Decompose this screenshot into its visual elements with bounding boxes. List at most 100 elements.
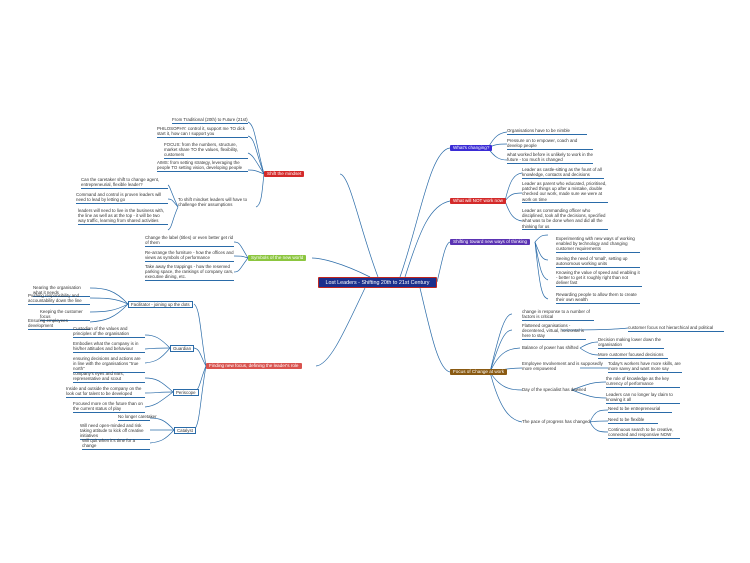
- shifting-item: Seeing the need of 'small', setting up a…: [556, 256, 640, 268]
- shifting-item: Experimenting with new ways of working e…: [556, 236, 640, 254]
- facilitator-item: Nearing the organisation what it needs: [33, 285, 90, 297]
- connector: [255, 173, 265, 208]
- branch-shift-mindset[interactable]: Shift the mindset: [264, 171, 305, 177]
- connector: [489, 347, 521, 373]
- connector: [571, 389, 607, 399]
- shifting-item: Knowing the value of speed and enabling …: [556, 270, 642, 288]
- connector: [233, 255, 249, 259]
- connector: [144, 377, 174, 393]
- focus-group-item: Need to be entrepreneurial: [608, 406, 672, 413]
- facilitator-item: Ensuring employees development: [28, 318, 90, 330]
- connector: [149, 417, 175, 431]
- connector: [579, 347, 599, 356]
- connector: [489, 371, 523, 391]
- connector: [489, 371, 523, 423]
- connector: [579, 341, 599, 349]
- connector: [89, 297, 129, 305]
- connector: [311, 257, 371, 278]
- connector: [167, 198, 179, 208]
- connector: [571, 381, 607, 391]
- connector: [404, 200, 451, 278]
- connector: [193, 365, 207, 431]
- periscope-item: Focused more on the future than on the c…: [73, 401, 145, 413]
- connector: [167, 184, 179, 208]
- connector: [489, 313, 513, 373]
- connector: [149, 429, 175, 444]
- connector: [233, 241, 249, 259]
- connector: [436, 241, 451, 283]
- connector: [247, 135, 265, 175]
- mindset-item: PHILOSOPHY: control it, support me TO di…: [157, 126, 248, 138]
- focus-group-item: Decision making lower down the organisat…: [598, 337, 664, 349]
- branch-focus-change[interactable]: Focus of Change at work: [450, 369, 508, 375]
- connector: [233, 257, 249, 273]
- periscope-item: company's eyes and ears, representative …: [73, 371, 145, 383]
- focus-group-item: Leaders can no longer lay claim to knowi…: [606, 392, 680, 404]
- connector: [504, 172, 523, 202]
- catalyst-item: No longer caretaker: [118, 414, 157, 421]
- guardian-item: Embodies what the company is in his/her …: [73, 341, 145, 353]
- connector: [193, 347, 207, 367]
- facilitator-item: Pushing responsibility and accountabilit…: [28, 293, 90, 305]
- focus-flatten-child: customer focus not hierarchical and poli…: [628, 325, 724, 332]
- symbols-item: Re-arrange the furniture - how the offic…: [145, 250, 234, 262]
- connector: [561, 327, 629, 331]
- symbols-item: Change the label (titles) or even better…: [145, 235, 234, 247]
- connector: [534, 241, 549, 281]
- connector: [589, 409, 609, 423]
- assumption-item: Can the caretaker shift to change agent,…: [81, 177, 168, 189]
- focus-group-item: More customer focused decisions: [598, 352, 668, 359]
- catalyst-node[interactable]: Catalyst: [174, 427, 196, 435]
- connector: [89, 303, 129, 323]
- branch-finding-new-focus[interactable]: Finding new focus, defining the leader's…: [206, 363, 302, 369]
- focus-group-label: Employee Involvement and is supposedly m…: [522, 361, 603, 372]
- connector: [167, 206, 179, 231]
- connector: [144, 347, 171, 350]
- guardian-item: Custodian of the values and principles o…: [73, 326, 145, 338]
- guardian-node[interactable]: Guardian: [170, 345, 195, 353]
- facilitator-node[interactable]: Facilitator - joining up the dots: [128, 301, 193, 309]
- catalyst-item: Will need open-minded and risk taking at…: [80, 423, 150, 441]
- connector: [419, 287, 451, 373]
- branch-shifting-ways[interactable]: Shifting toward new ways of thinking: [450, 239, 531, 245]
- focus-group-label: Balance of power has shifted: [522, 345, 579, 350]
- mindset-item: FOCUS: from the numbers, structure, mark…: [164, 142, 248, 160]
- facilitator-item: Keeping the customer focus: [40, 309, 90, 321]
- changing-item: Organisations have to be nimble: [507, 128, 587, 135]
- branch-what-not-work[interactable]: What will NOT work now: [450, 198, 506, 204]
- connector: [193, 303, 207, 367]
- mindset-assumptions: To shift mindset leaders will have to ch…: [178, 197, 248, 208]
- focus-group-label: The pace of progress has changed: [522, 419, 590, 424]
- branch-symbols[interactable]: Symbols of the new world: [248, 255, 307, 261]
- focus-group-item: Continuous search to be creative, connec…: [608, 427, 680, 439]
- changing-item: what worked before is unlikely to work i…: [507, 152, 593, 164]
- connector: [534, 241, 549, 261]
- connector: [144, 334, 171, 349]
- connector: [247, 121, 265, 175]
- connector: [504, 200, 523, 222]
- connector: [315, 287, 366, 367]
- shifting-item: Rewarding people to allow them to create…: [556, 292, 640, 304]
- not-work-item: Leader as castle-sitting as the fount of…: [522, 167, 604, 179]
- connector: [399, 147, 451, 278]
- connector: [144, 347, 171, 364]
- changing-item: Pressure on to empower, coach and develo…: [507, 138, 593, 150]
- not-work-item: Leader as parent who educated, prioritis…: [522, 181, 608, 204]
- periscope-item: Inside and outside the company on the lo…: [66, 386, 145, 398]
- connector: [89, 287, 129, 305]
- not-work-item: Leader as commanding officer who discipl…: [522, 208, 608, 231]
- connector: [489, 329, 513, 373]
- connector: [144, 391, 174, 408]
- branch-whats-changing[interactable]: What's changing?: [450, 145, 493, 151]
- connector: [89, 303, 129, 313]
- assumption-item: leaders will need to live in the busines…: [78, 208, 168, 226]
- focus-group-item: Need to be flexible: [608, 417, 658, 424]
- guardian-item: ensuring decisions and actions are in li…: [73, 356, 145, 374]
- connector: [534, 241, 549, 300]
- central-topic[interactable]: Lost Leaders - Shifting 20th to 21st Cen…: [318, 277, 437, 288]
- assumption-item: Command and control is proven leaders wi…: [76, 192, 168, 204]
- connector: [247, 152, 265, 175]
- connector: [589, 420, 609, 423]
- periscope-node[interactable]: Periscope: [173, 389, 199, 397]
